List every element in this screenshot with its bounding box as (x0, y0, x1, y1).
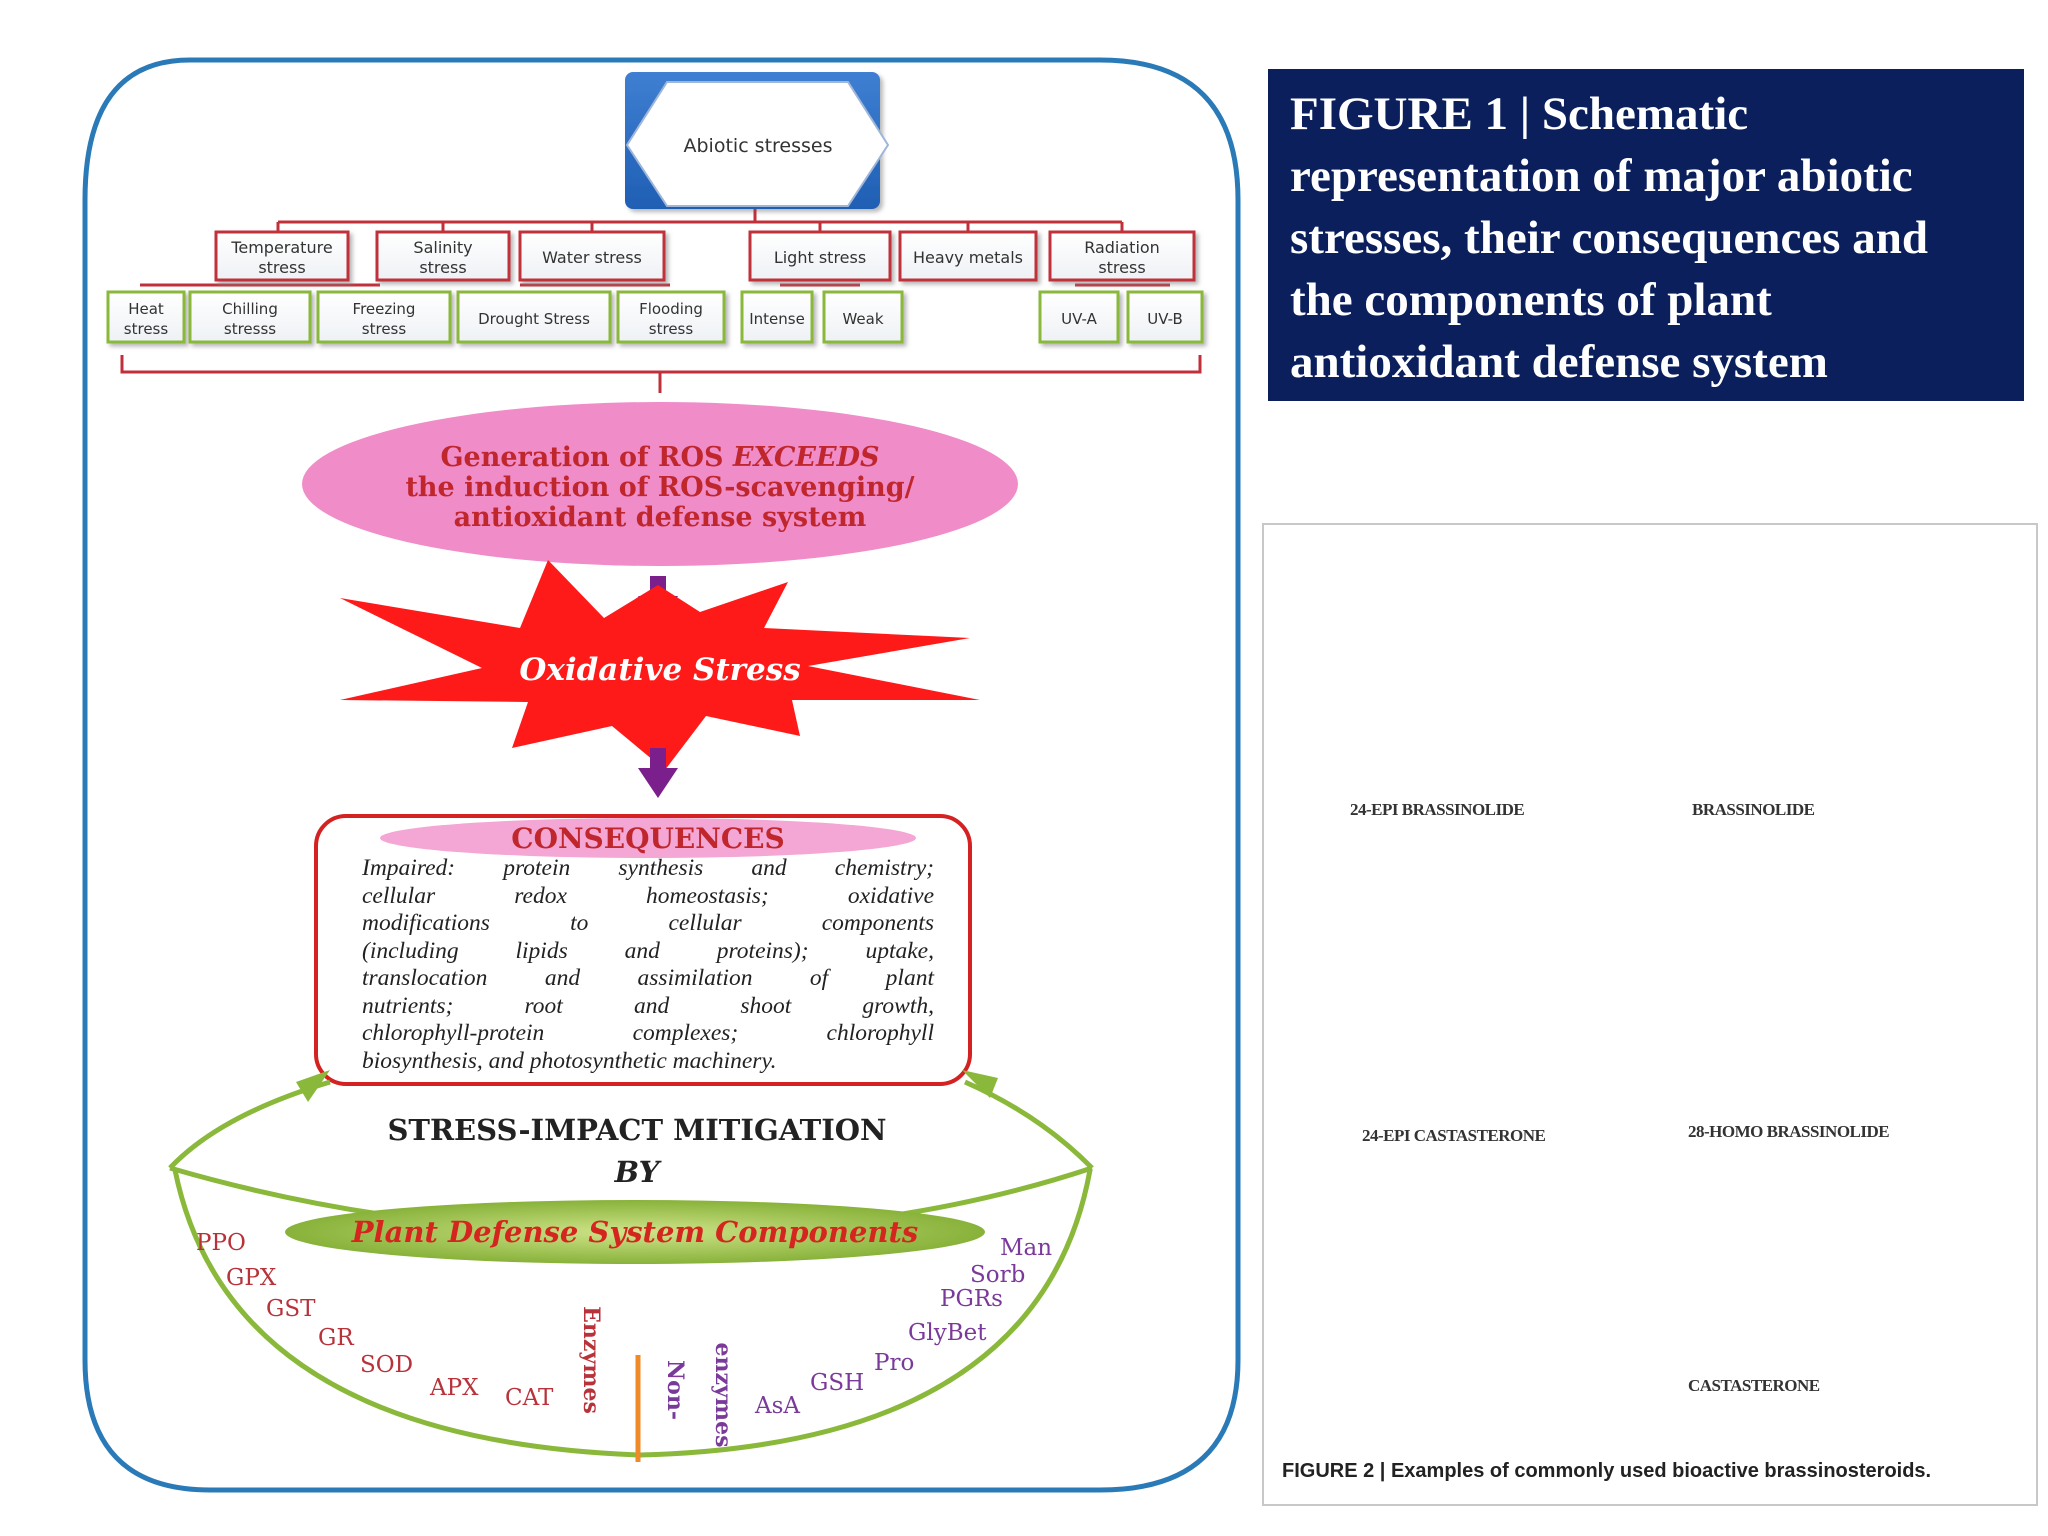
mitigation-arrowheads (296, 1070, 998, 1102)
category-heavy-metals: Heavy metals (898, 230, 1038, 282)
ros-line-3: antioxidant defense system (454, 502, 867, 533)
svg-text:stress: stress (419, 258, 466, 277)
subtype-boxes: Heat stress Chilling stresss Freezing st… (106, 290, 1204, 344)
oxidative-label: Oxidative Stress (519, 652, 800, 688)
svg-text:Salinity: Salinity (413, 238, 472, 257)
figure2-caption: FIGURE 2 | Examples of commonly used bio… (1282, 1460, 1932, 1482)
ros-line-1: Generation of ROS EXCEEDS (440, 442, 879, 473)
nonenzyme-list: Man Sorb PGRs GlyBet Pro GSH AsA (754, 1235, 1052, 1419)
svg-text:Flooding: Flooding (639, 300, 703, 318)
consequences-text: Impaired: protein synthesis and chemistr… (362, 855, 934, 1075)
figure2-frame (1262, 523, 2038, 1506)
ros-line-2: the induction of ROS-scavenging/ (405, 472, 914, 503)
svg-text:Light stress: Light stress (774, 248, 866, 267)
enzyme-list: PPO GPX GST GR SOD APX CAT (196, 1230, 554, 1411)
consequences-line: chlorophyll-protein complexes; chlorophy… (362, 1020, 934, 1046)
consequences-title: CONSEQUENCES (511, 822, 784, 855)
enzyme-cat: CAT (505, 1385, 554, 1411)
category-light: Light stress (748, 230, 892, 282)
nonenzymes-label-1: Non- (662, 1360, 688, 1420)
down-arrow-2 (638, 748, 678, 798)
svg-text:stress: stress (258, 258, 305, 277)
enzyme-gpx: GPX (226, 1265, 277, 1291)
svg-text:Freezing: Freezing (353, 300, 416, 318)
enzymes-label: Enzymes (578, 1306, 604, 1414)
svg-text:UV-B: UV-B (1147, 310, 1183, 328)
compound-label-castasterone: CASTASTERONE (1688, 1376, 1820, 1395)
subtype-uvb: UV-B (1126, 290, 1204, 344)
mitigation-label: STRESS-IMPACT MITIGATION (387, 1113, 886, 1147)
figure1-frame (82, 57, 1241, 1493)
subtype-heat: Heat stress (106, 290, 186, 344)
root-label: Abiotic stresses (684, 135, 833, 157)
figure1-caption-line-1: FIGURE 1 | Schematic (1290, 88, 1749, 140)
category-radiation: Radiation stress (1048, 230, 1196, 282)
category-water: Water stress (518, 230, 666, 282)
figure1-caption-line-3: stresses, their consequences and (1290, 212, 1928, 264)
nonenzyme-sorb: Sorb (970, 1262, 1025, 1288)
svg-text:UV-A: UV-A (1061, 310, 1097, 328)
svg-text:Radiation: Radiation (1084, 238, 1160, 257)
nonenzyme-pro: Pro (874, 1350, 914, 1376)
consequences-line: Impaired: protein synthesis and chemistr… (362, 855, 934, 881)
oxidative-star: Oxidative Stress (340, 560, 980, 770)
figure1-caption-line-2: representation of major abiotic (1290, 150, 1913, 202)
by-label: BY (614, 1155, 663, 1189)
compound-label-brassinolide: BRASSINOLIDE (1692, 800, 1815, 819)
defense-ellipse: Plant Defense System Components (285, 1200, 985, 1264)
ros-ellipse: Generation of ROS EXCEEDS the induction … (302, 402, 1018, 566)
consequences-box: CONSEQUENCES (314, 814, 972, 1086)
defense-label: Plant Defense System Components (351, 1215, 919, 1249)
subtype-freezing: Freezing stress (316, 290, 452, 344)
svg-text:stress: stress (362, 320, 407, 338)
subtype-uva: UV-A (1038, 290, 1120, 344)
svg-text:stress: stress (1098, 258, 1145, 277)
svg-text:Drought Stress: Drought Stress (478, 310, 590, 328)
subtype-flooding: Flooding stress (616, 290, 726, 344)
tree-connectors (120, 209, 1202, 393)
enzyme-gr: GR (318, 1325, 354, 1351)
consequences-line: modifications to cellular components (362, 910, 934, 936)
compound-label-28-homo-brassinolide: 28-HOMO BRASSINOLIDE (1688, 1122, 1890, 1141)
svg-text:Heat: Heat (128, 300, 164, 318)
subtype-drought: Drought Stress (456, 290, 612, 344)
svg-text:stress: stress (124, 320, 169, 338)
figure1-caption-line-4: the components of plant (1290, 274, 1772, 326)
category-temperature: Temperature stress (214, 230, 350, 282)
consequences-line: biosynthesis, and photosynthetic machine… (362, 1047, 777, 1074)
enzyme-ppo: PPO (196, 1230, 246, 1256)
enzyme-sod: SOD (360, 1352, 413, 1378)
nonenzymes-label-2: enzymes (710, 1343, 736, 1448)
svg-text:Temperature: Temperature (230, 238, 332, 257)
svg-text:stress: stress (649, 320, 694, 338)
subtype-weak: Weak (822, 290, 904, 344)
nonenzyme-asa: AsA (754, 1393, 800, 1419)
nonenzyme-glybet: GlyBet (908, 1320, 987, 1346)
subtype-intense: Intense (740, 290, 814, 344)
svg-text:Chilling: Chilling (222, 300, 278, 318)
compound-label-24-epi-brassinolide: 24-EPI BRASSINOLIDE (1350, 800, 1525, 819)
category-salinity: Salinity stress (375, 230, 511, 282)
consequences-line: translocation and assimilation of plant (362, 965, 934, 991)
svg-text:stresss: stresss (224, 320, 276, 338)
consequences-line: nutrients; root and shoot growth, (362, 992, 934, 1019)
category-boxes: Temperature stress Salinity stress Water… (214, 230, 1196, 282)
svg-text:Water stress: Water stress (542, 248, 642, 267)
svg-text:Weak: Weak (842, 310, 883, 328)
enzyme-gst: GST (266, 1296, 316, 1322)
figure1-caption-box: FIGURE 1 | Schematic representation of m… (1268, 69, 2024, 401)
nonenzyme-pgrs: PGRs (940, 1286, 1003, 1312)
consequences-line: cellular redox homeostasis; oxidative (362, 882, 934, 909)
nonenzyme-man: Man (1000, 1235, 1052, 1261)
consequences-line: (including lipids and proteins); uptake, (362, 937, 934, 964)
svg-text:Heavy metals: Heavy metals (913, 248, 1023, 267)
enzyme-apx: APX (429, 1375, 479, 1401)
svg-text:Intense: Intense (749, 310, 805, 328)
compound-label-24-epi-castasterone: 24-EPI CASTASTERONE (1362, 1126, 1546, 1145)
root-box: Abiotic stresses (625, 72, 890, 209)
nonenzyme-gsh: GSH (810, 1370, 864, 1396)
subtype-chilling: Chilling stresss (188, 290, 312, 344)
figure1-caption-line-5: antioxidant defense system (1290, 336, 1828, 388)
